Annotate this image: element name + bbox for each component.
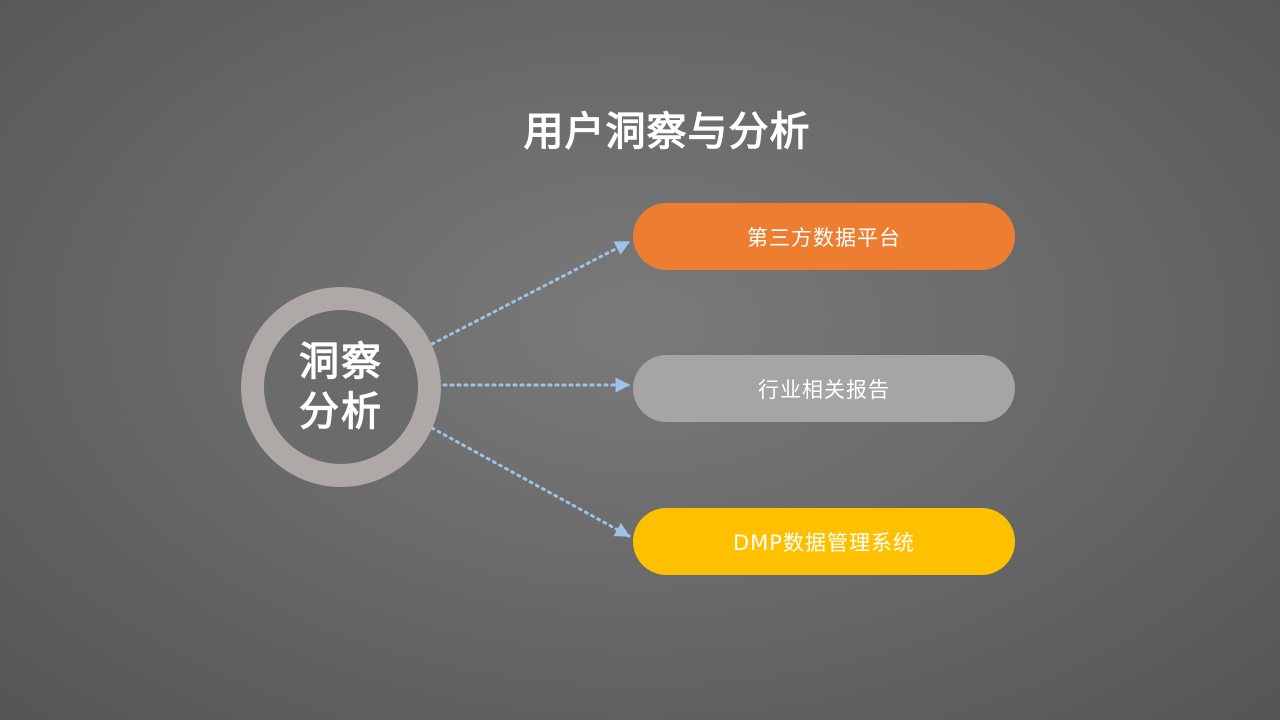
branch-label: 行业相关报告	[758, 377, 890, 402]
slide-title: 用户洞察与分析	[523, 109, 811, 155]
branch-dmp-system: DMP数据管理系统	[633, 508, 1015, 575]
branch-industry-reports: 行业相关报告	[633, 355, 1015, 422]
branch-third-party-data-platform: 第三方数据平台	[633, 203, 1015, 270]
connector-arrow-1	[430, 240, 631, 346]
connector-arrow-3	[430, 426, 631, 538]
hub-label: 洞察分析	[299, 339, 383, 435]
hub-circle: 洞察分析	[264, 310, 418, 464]
branch-label: DMP数据管理系统	[733, 530, 915, 555]
branch-label: 第三方数据平台	[747, 225, 901, 250]
